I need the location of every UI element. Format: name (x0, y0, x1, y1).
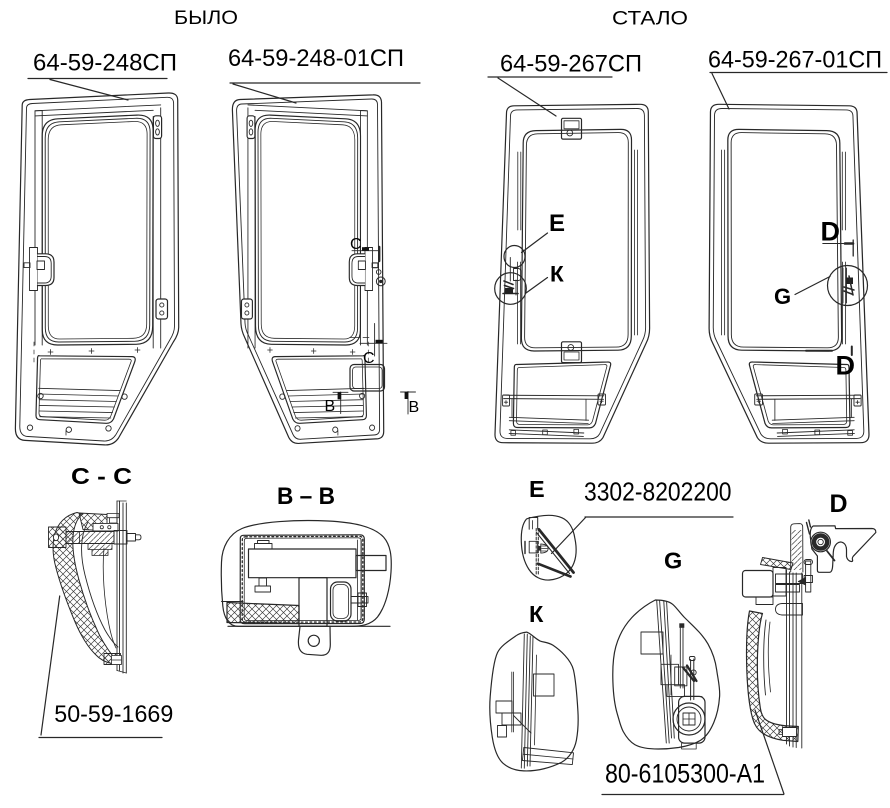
svg-text:50-59-1669: 50-59-1669 (54, 701, 173, 728)
svg-text:G: G (774, 284, 791, 309)
svg-text:D: D (836, 351, 856, 381)
svg-text:C: C (350, 236, 362, 253)
svg-text:D: D (830, 490, 848, 518)
svg-text:Е: Е (529, 476, 545, 502)
svg-text:СТАЛО: СТАЛО (612, 9, 688, 30)
svg-text:G: G (664, 548, 682, 574)
svg-text:В – В: В – В (277, 483, 335, 510)
svg-text:80-6105300-А1: 80-6105300-А1 (605, 759, 765, 789)
svg-text:К: К (529, 601, 544, 627)
svg-text:С: С (363, 350, 375, 367)
svg-text:К: К (550, 262, 564, 287)
svg-text:D: D (821, 217, 841, 247)
svg-text:Е: Е (549, 210, 565, 237)
svg-text:64-59-248-01СП: 64-59-248-01СП (228, 45, 404, 72)
svg-text:С - С: С - С (71, 463, 132, 489)
svg-text:БЫЛО: БЫЛО (174, 8, 238, 29)
svg-text:В: В (325, 398, 336, 415)
svg-text:В: В (409, 399, 420, 416)
svg-text:64-59-248СП: 64-59-248СП (33, 50, 177, 77)
svg-text:64-59-267-01СП: 64-59-267-01СП (708, 47, 882, 74)
svg-text:64-59-267СП: 64-59-267СП (500, 51, 642, 78)
svg-text:3302-8202200: 3302-8202200 (584, 477, 732, 507)
